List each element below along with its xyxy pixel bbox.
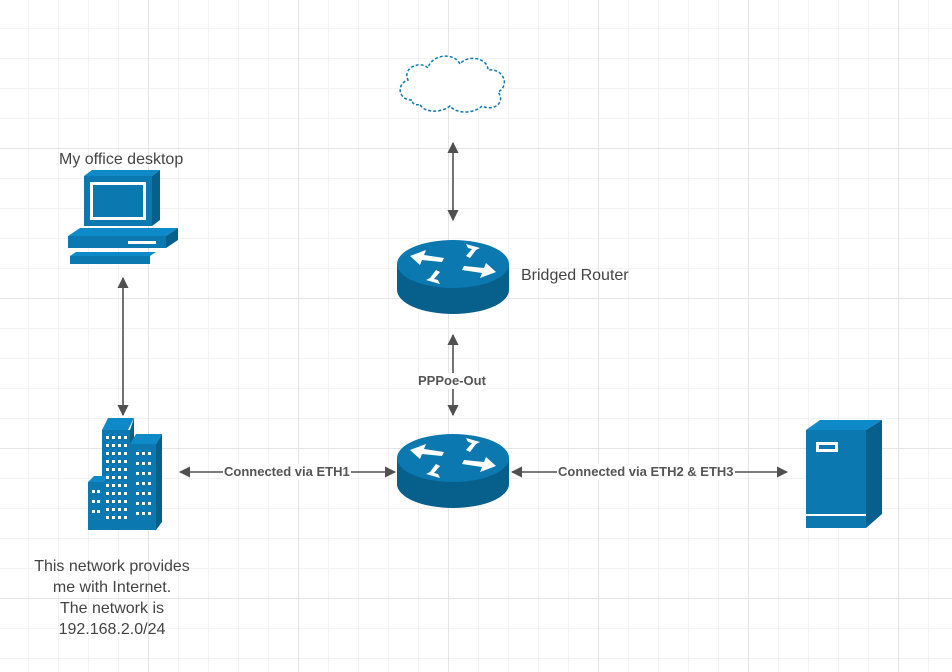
cloud-icon (399, 55, 506, 113)
router-icon (397, 240, 509, 314)
office-network-description-line: This network provides (34, 558, 190, 575)
office-network-description: This network provides me with Internet. … (22, 556, 202, 640)
office-network-description-line: me with Internet. (52, 579, 172, 596)
eth1-edge-label: Connected via ETH1 (223, 464, 351, 480)
router-icon (397, 434, 509, 508)
office-network-description-line: 192.168.2.0/24 (58, 621, 166, 638)
office-building-icon (88, 418, 162, 530)
pppoe-edge-label: PPPoe-Out (417, 373, 487, 389)
eth23-edge-label: Connected via ETH2 & ETH3 (557, 464, 735, 480)
desktop-computer-icon (68, 170, 178, 264)
server-tower-icon (806, 420, 882, 528)
office-network-description-line: The network is (59, 600, 165, 617)
desktop-label: My office desktop (59, 151, 184, 168)
bridged-router-label: Bridged Router (521, 267, 629, 284)
